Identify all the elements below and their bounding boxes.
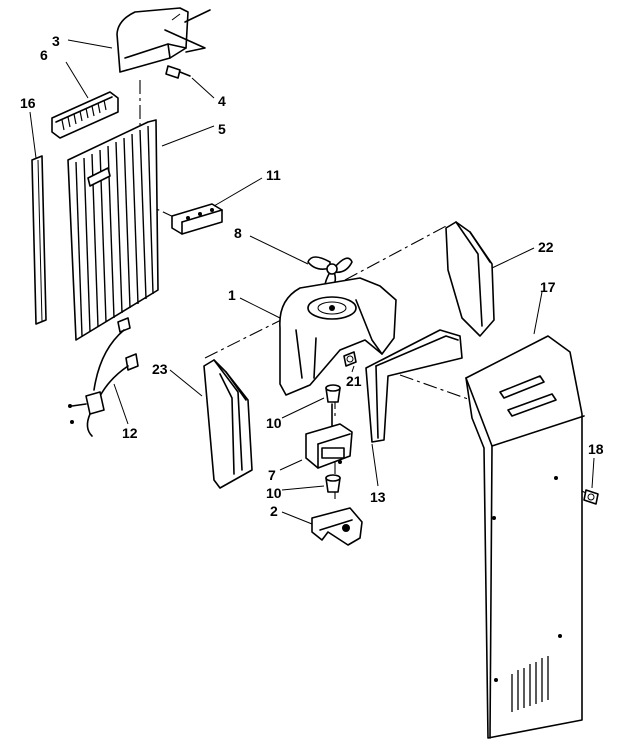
part-22-side-panel (445, 221, 495, 337)
part-5-evaporator-panel (67, 119, 159, 341)
callout-1: 1 (228, 287, 236, 303)
callout-17: 17 (540, 279, 556, 295)
callout-11: 11 (266, 167, 281, 183)
callout-13: 13 (370, 489, 386, 505)
part-10-grommet-upper (325, 384, 341, 403)
part-3-duct-cover (116, 7, 211, 73)
part-13-duct (365, 329, 463, 443)
callout-10-lower: 10 (266, 485, 282, 501)
part-11-bracket (171, 203, 223, 235)
callout-21: 21 (346, 373, 362, 389)
part-7-fan-motor (305, 403, 353, 469)
part-21-screw (343, 351, 357, 367)
part-12-wire-harness (68, 329, 139, 437)
part-17-rear-cover (465, 335, 585, 739)
callout-23: 23 (152, 361, 168, 377)
callout-2: 2 (270, 503, 278, 519)
part-23-side-panel (203, 359, 253, 489)
part-18-screw (583, 489, 599, 505)
part-2-motor-bracket (311, 507, 363, 546)
callout-3: 3 (52, 33, 60, 49)
callout-10-upper: 10 (266, 415, 282, 431)
part-10-grommet-lower (325, 474, 341, 493)
callout-6: 6 (40, 47, 48, 63)
callout-12: 12 (122, 425, 138, 441)
callout-8: 8 (234, 225, 242, 241)
callout-22: 22 (538, 239, 554, 255)
part-1-fan-housing (279, 277, 397, 396)
callout-4: 4 (218, 93, 226, 109)
callout-5: 5 (218, 121, 226, 137)
callout-18: 18 (588, 441, 604, 457)
part-16-strip (31, 155, 47, 325)
callout-7: 7 (268, 467, 276, 483)
part-4-screw (165, 65, 191, 79)
leader-lines (29, 39, 595, 525)
callout-16: 16 (20, 95, 36, 111)
callout-labels: 3 6 4 5 16 11 8 22 1 17 23 10 21 12 7 13… (20, 33, 604, 519)
part-6-grille (51, 91, 119, 139)
